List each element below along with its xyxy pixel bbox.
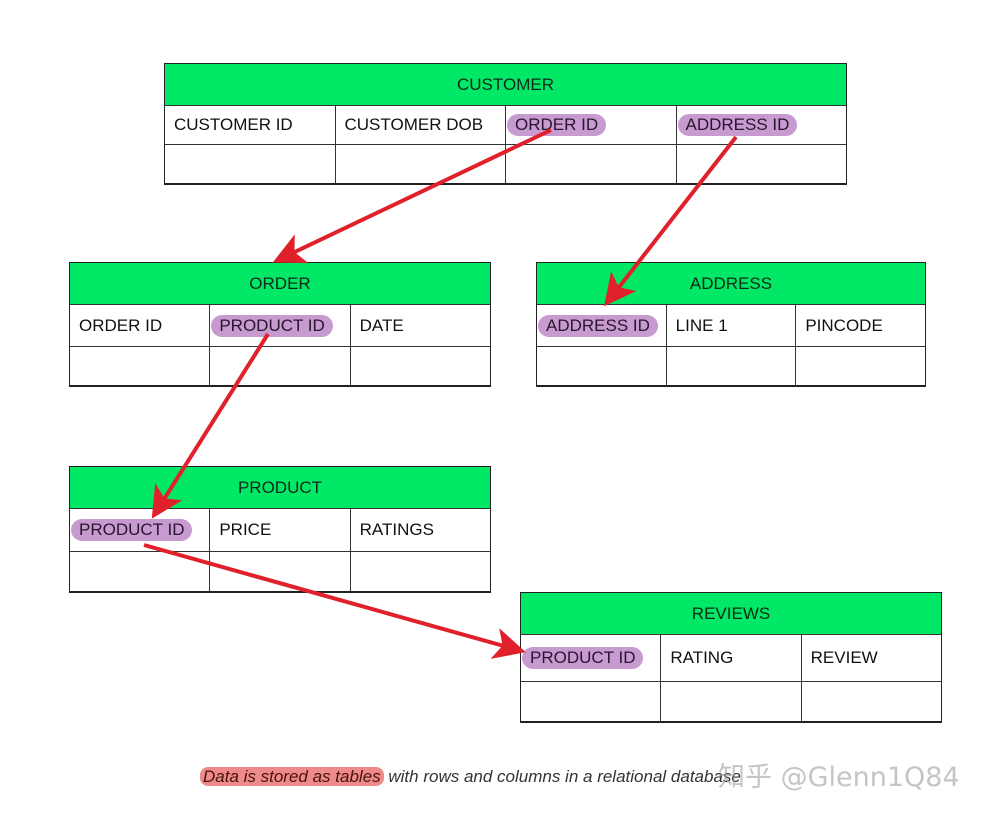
address-col-address-id: ADDRESS ID bbox=[537, 305, 667, 347]
customer-col-customer-id: CUSTOMER ID bbox=[165, 106, 336, 145]
customer-col-customer-dob: CUSTOMER DOB bbox=[335, 106, 506, 145]
product-table-title: PRODUCT bbox=[70, 467, 490, 509]
highlight-product-id: PRODUCT ID bbox=[71, 519, 193, 541]
product-empty-cell bbox=[210, 552, 351, 591]
highlight-product-id: PRODUCT ID bbox=[211, 314, 333, 337]
order-empty-cell bbox=[70, 347, 211, 385]
reviews-col-review: REVIEW bbox=[801, 635, 941, 682]
highlight-order-id: ORDER ID bbox=[507, 114, 607, 136]
order-col-order-id: ORDER ID bbox=[70, 305, 211, 347]
caption: Data is stored as tables with rows and c… bbox=[200, 767, 741, 787]
reviews-empty-cell bbox=[521, 682, 662, 721]
reviews-table: REVIEWS PRODUCT ID RATING REVIEW bbox=[520, 592, 942, 723]
customer-empty-cell bbox=[336, 145, 506, 183]
address-col-line-1: LINE 1 bbox=[666, 305, 797, 347]
address-col-pincode: PINCODE bbox=[796, 305, 926, 347]
customer-col-order-id: ORDER ID bbox=[506, 106, 677, 145]
caption-highlight: Data is stored as tables bbox=[200, 767, 384, 786]
reviews-empty-cell bbox=[661, 682, 802, 721]
address-empty-cell bbox=[537, 347, 667, 385]
product-col-ratings: RATINGS bbox=[350, 509, 490, 552]
product-empty-cell bbox=[351, 552, 490, 591]
highlight-address-id: ADDRESS ID bbox=[538, 314, 658, 337]
reviews-table-title: REVIEWS bbox=[521, 593, 941, 635]
address-empty-cell bbox=[796, 347, 925, 385]
product-col-product-id: PRODUCT ID bbox=[70, 509, 211, 552]
address-empty-cell bbox=[667, 347, 797, 385]
product-empty-cell bbox=[70, 552, 211, 591]
product-col-price: PRICE bbox=[210, 509, 351, 552]
highlight-product-id: PRODUCT ID bbox=[522, 647, 644, 669]
customer-empty-cell bbox=[677, 145, 847, 183]
order-table: ORDER ORDER ID PRODUCT ID DATE bbox=[69, 262, 491, 387]
reviews-empty-cell bbox=[802, 682, 941, 721]
product-table: PRODUCT PRODUCT ID PRICE RATINGS bbox=[69, 466, 491, 593]
order-col-date: DATE bbox=[350, 305, 490, 347]
order-table-title: ORDER bbox=[70, 263, 490, 305]
highlight-address-id: ADDRESS ID bbox=[677, 114, 798, 136]
order-empty-cell bbox=[351, 347, 490, 385]
customer-col-address-id: ADDRESS ID bbox=[676, 106, 846, 145]
address-table: ADDRESS ADDRESS ID LINE 1 PINCODE bbox=[536, 262, 926, 387]
caption-rest: with rows and columns in a relational da… bbox=[383, 767, 741, 786]
customer-table-title: CUSTOMER bbox=[165, 64, 846, 106]
reviews-col-rating: RATING bbox=[661, 635, 802, 682]
customer-table: CUSTOMER CUSTOMER ID CUSTOMER DOB ORDER … bbox=[164, 63, 847, 185]
watermark: 知乎 @Glenn1Q84 bbox=[718, 762, 960, 793]
order-col-product-id: PRODUCT ID bbox=[210, 305, 351, 347]
customer-empty-cell bbox=[506, 145, 677, 183]
reviews-col-product-id: PRODUCT ID bbox=[521, 635, 662, 682]
order-empty-cell bbox=[210, 347, 351, 385]
customer-empty-cell bbox=[165, 145, 336, 183]
address-table-title: ADDRESS bbox=[537, 263, 925, 305]
